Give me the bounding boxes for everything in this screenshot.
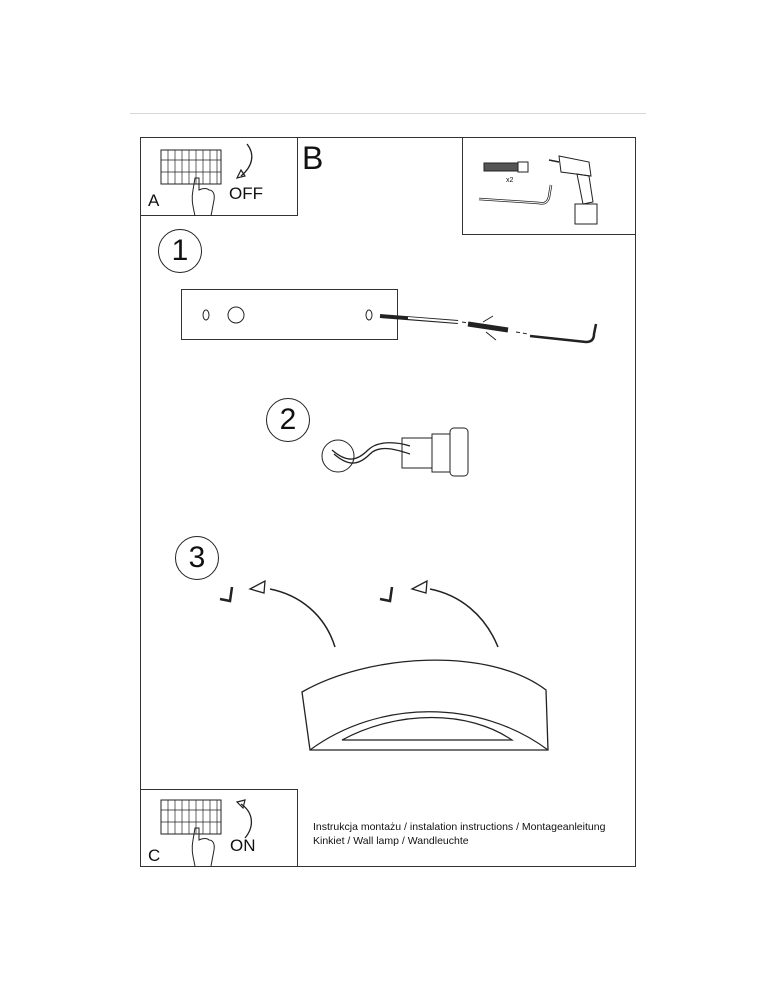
breaker-panel-icon bbox=[160, 799, 222, 835]
hand-pointer-icon bbox=[191, 177, 215, 217]
step-1-badge: 1 bbox=[158, 229, 202, 273]
center-hole-icon bbox=[227, 306, 245, 324]
on-label: ON bbox=[230, 836, 256, 855]
keyhole-slot-icon bbox=[202, 309, 210, 321]
arrow-up-icon bbox=[235, 799, 252, 839]
screw-and-plug-assembly-icon bbox=[379, 314, 598, 344]
wall-plug-icon bbox=[483, 161, 529, 173]
step-2-badge: 2 bbox=[266, 398, 310, 442]
footer-text: Instrukcja montażu / instalation instruc… bbox=[313, 820, 605, 848]
breaker-panel-icon bbox=[160, 149, 222, 185]
footer-line-2: Kinkiet / Wall lamp / Wandleuchte bbox=[313, 835, 469, 847]
tools-panel: x2 bbox=[462, 137, 636, 235]
panel-c-power-on: C ON bbox=[140, 789, 298, 867]
top-rule bbox=[130, 113, 646, 114]
panel-a-power-off: A OFF bbox=[140, 137, 298, 217]
keyhole-slot-icon bbox=[365, 309, 373, 321]
drill-icon bbox=[548, 155, 598, 225]
mounting-bracket bbox=[181, 289, 398, 340]
panel-c-letter: C bbox=[148, 846, 161, 865]
lamp-shade-icon bbox=[301, 659, 549, 751]
section-b-label: B bbox=[302, 140, 324, 176]
mount-bracket-arrows-icon bbox=[219, 579, 499, 648]
lamp-socket-wiring-icon bbox=[321, 427, 469, 477]
quantity-label: x2 bbox=[506, 177, 514, 184]
hand-pointer-icon bbox=[191, 827, 215, 867]
step-3-badge: 3 bbox=[175, 536, 219, 580]
arrow-down-icon bbox=[235, 143, 253, 179]
panel-a-letter: A bbox=[148, 191, 160, 210]
off-label: OFF bbox=[229, 184, 263, 203]
instruction-sheet-frame bbox=[140, 137, 636, 867]
footer-line-1: Instrukcja montażu / instalation instruc… bbox=[313, 821, 606, 833]
hook-screw-icon bbox=[478, 184, 553, 205]
